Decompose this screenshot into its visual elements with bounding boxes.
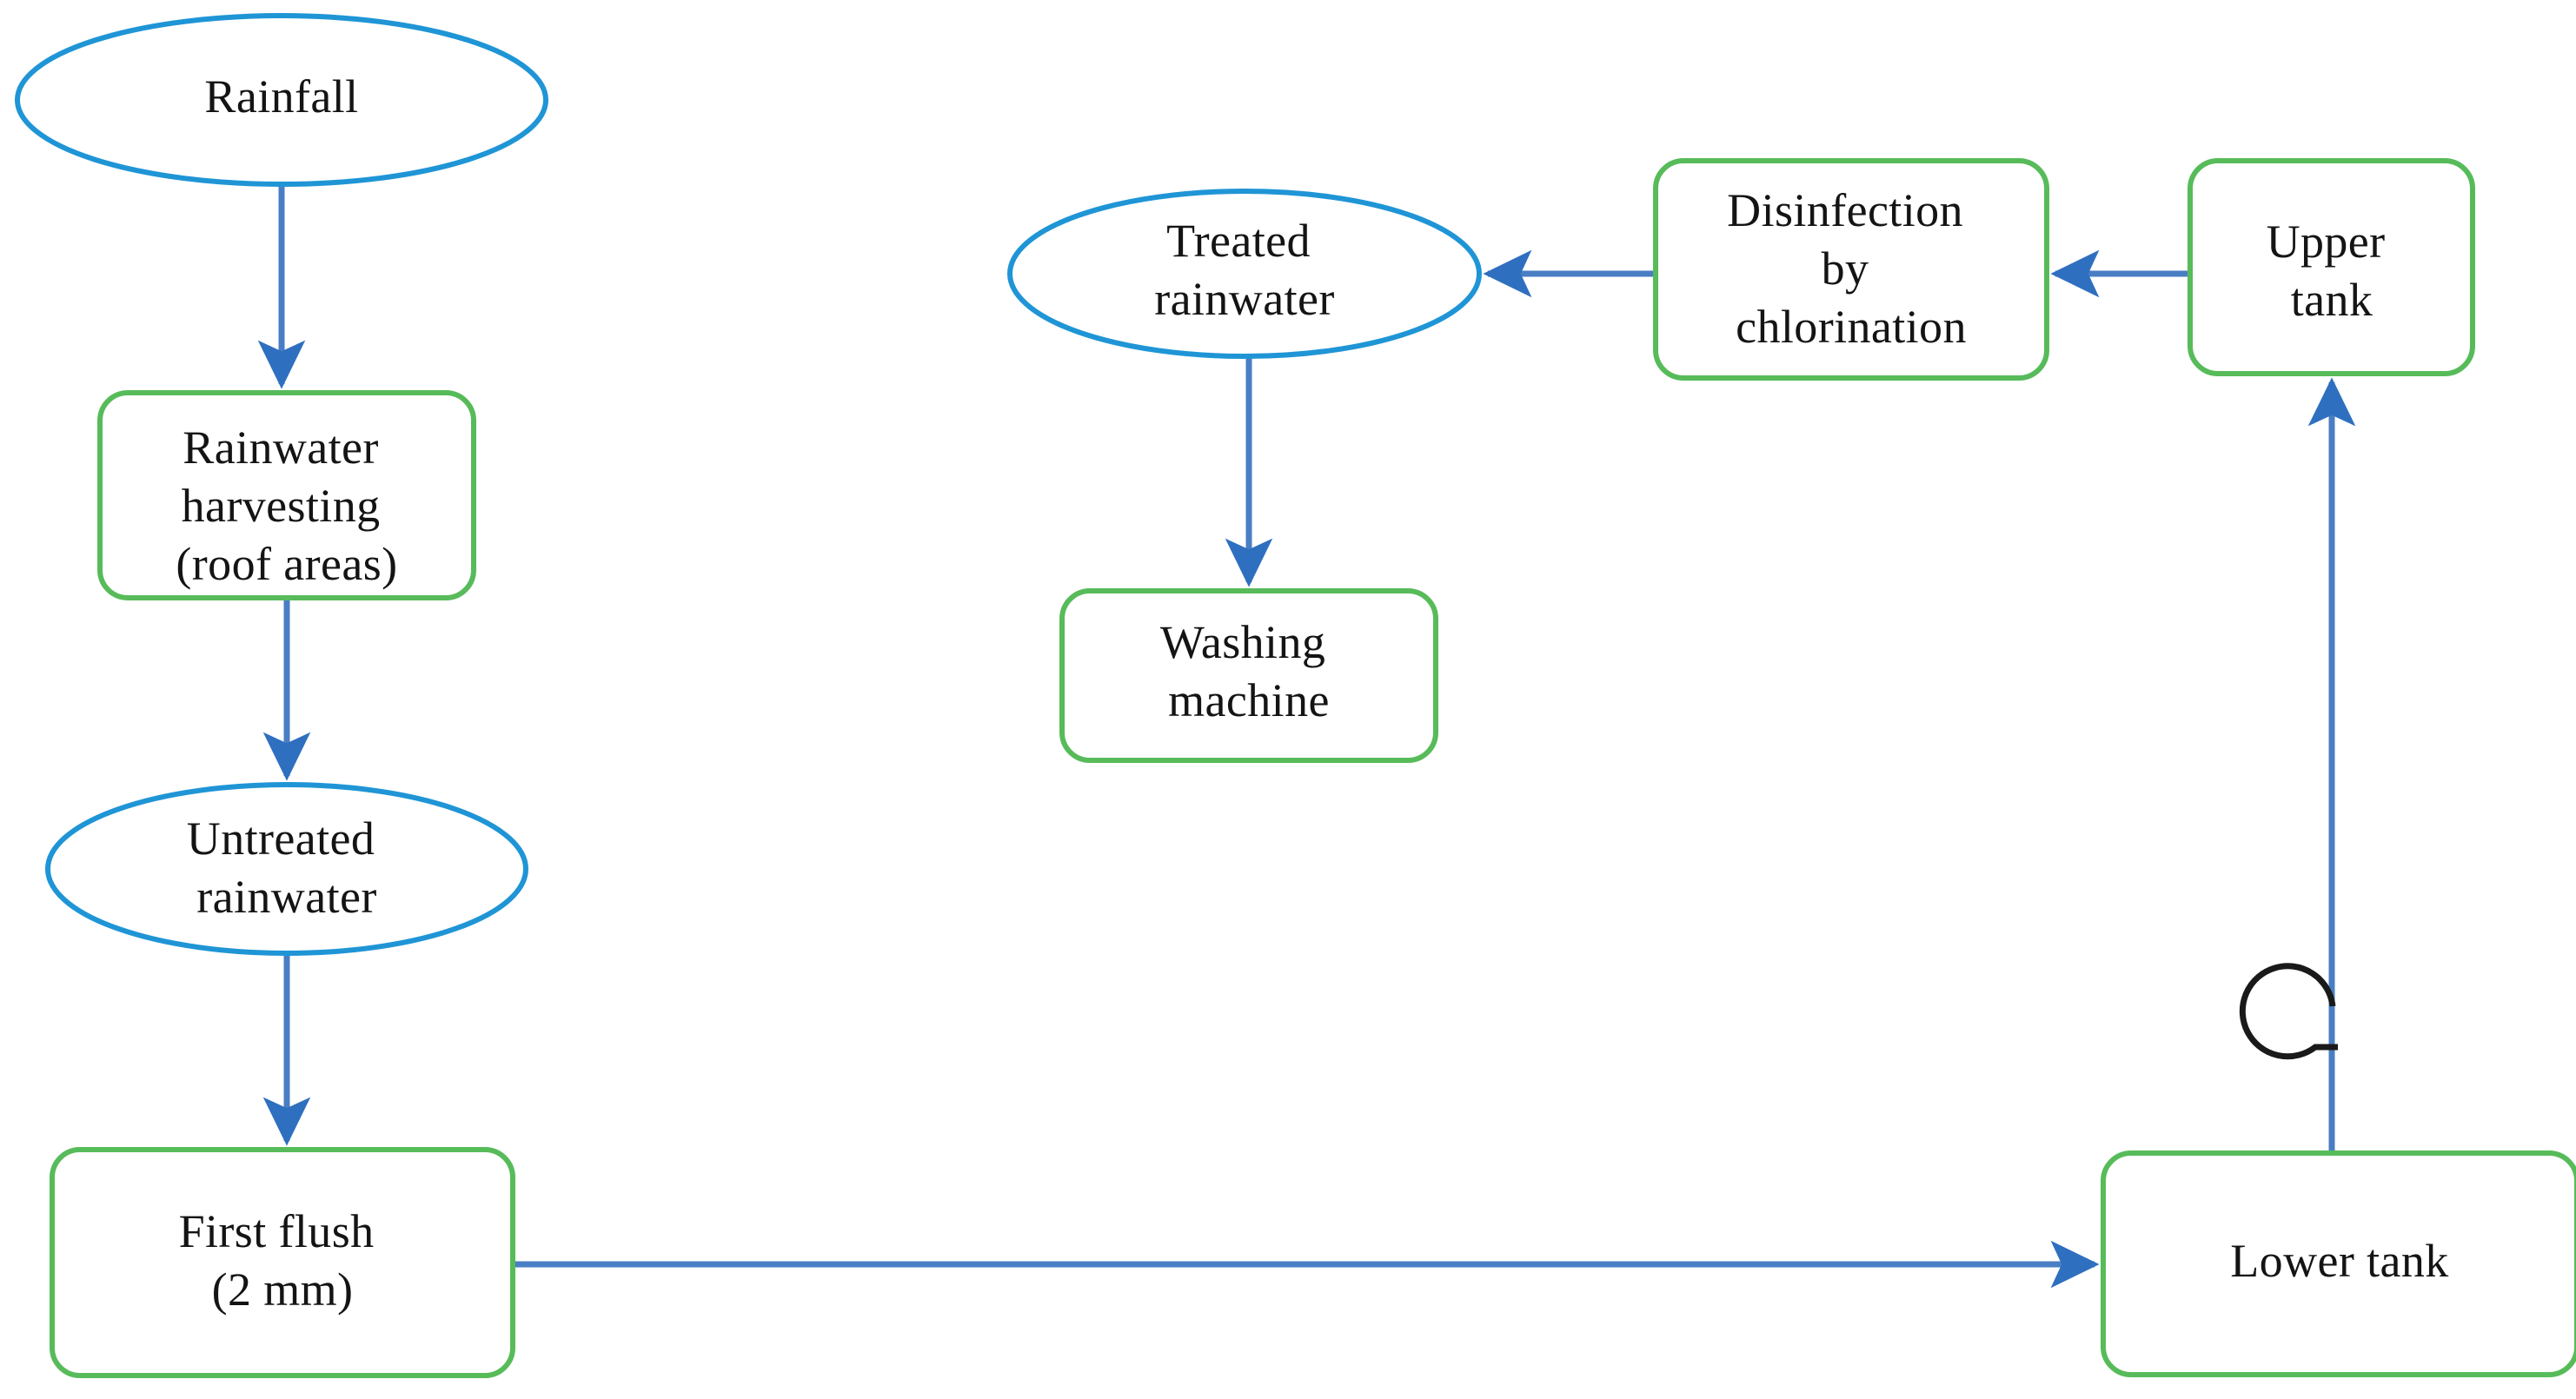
- node-lower-tank[interactable]: Lower tank: [2101, 1150, 2576, 1377]
- node-disinfection-by-chlorination[interactable]: Disinfection by chlorination: [1653, 158, 2049, 381]
- washing-machine-label: Washing machine: [1160, 616, 1338, 726]
- upper-tank-label: Upper tank: [2267, 215, 2398, 326]
- rainfall-label: Rainfall: [204, 70, 358, 123]
- upper-tank-box: [2188, 158, 2475, 376]
- lower-tank-box: [2101, 1150, 2576, 1377]
- treated-rainwater-ellipse: [1007, 189, 1482, 359]
- disinfection-label: Disinfection by chlorination: [1727, 184, 1975, 353]
- first-flush-box: [50, 1147, 515, 1378]
- lower-tank-label: Lower tank: [2230, 1235, 2448, 1287]
- node-upper-tank[interactable]: Upper tank: [2188, 158, 2475, 376]
- node-first-flush[interactable]: First flush (2 mm): [50, 1147, 515, 1378]
- node-rainfall[interactable]: Rainfall: [15, 13, 548, 187]
- node-washing-machine[interactable]: Washing machine: [1059, 588, 1438, 763]
- node-treated-rainwater[interactable]: Treated rainwater: [1007, 189, 1482, 359]
- untreated-rainwater-ellipse: [45, 782, 528, 956]
- rainwater-harvesting-box: [97, 390, 476, 600]
- pump-icon: [2239, 963, 2338, 1060]
- untreated-rainwater-label: Untreated rainwater: [187, 812, 387, 923]
- rainfall-ellipse: [15, 13, 548, 187]
- rainwater-harvesting-label: Rainwater harvesting (roof areas): [176, 421, 397, 590]
- first-flush-label: First flush (2 mm): [179, 1205, 387, 1316]
- disinfection-box: [1653, 158, 2049, 381]
- treated-rainwater-label: Treated rainwater: [1154, 215, 1334, 325]
- edges-layer: [257, 185, 2356, 1289]
- node-untreated-rainwater[interactable]: Untreated rainwater: [45, 782, 528, 956]
- washing-machine-box: [1059, 588, 1438, 763]
- node-rainwater-harvesting[interactable]: Rainwater harvesting (roof areas): [97, 390, 476, 600]
